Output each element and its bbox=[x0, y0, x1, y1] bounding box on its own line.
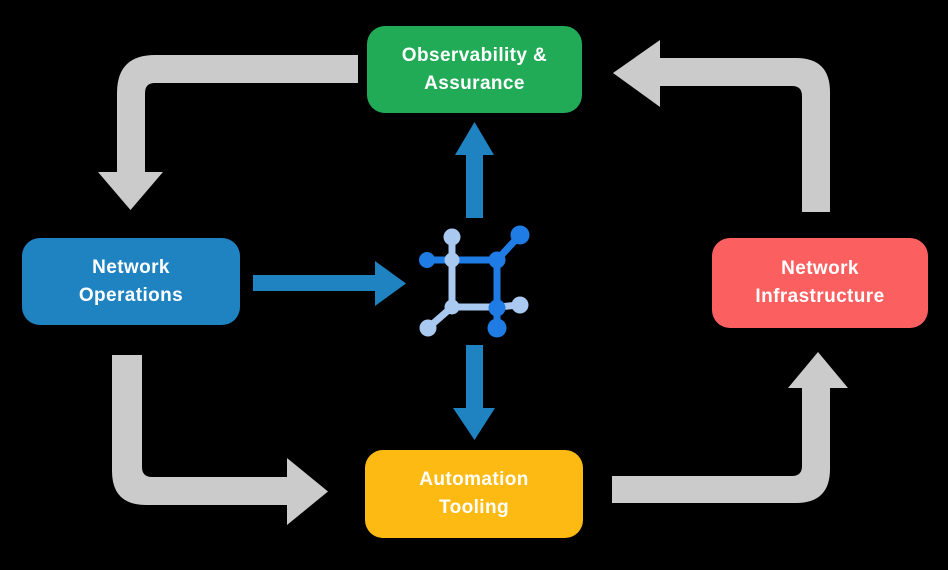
arrow-center-to-observability bbox=[455, 122, 494, 218]
icon-node-topright bbox=[488, 251, 506, 269]
node-label-network-operations: Network Operations bbox=[78, 256, 184, 306]
network-node-icon bbox=[419, 225, 530, 338]
icon-terminal-right bbox=[511, 296, 529, 314]
arrow-center-to-tooling bbox=[453, 345, 495, 440]
node-observability-assurance: Observability & Assurance bbox=[367, 26, 582, 113]
arrow-operations-to-tooling bbox=[112, 355, 328, 525]
arrow-observability-to-operations bbox=[98, 55, 358, 210]
icon-terminal-top bbox=[443, 228, 461, 246]
node-automation-tooling: Automation Tooling bbox=[365, 450, 583, 538]
arrow-operations-to-center bbox=[253, 261, 406, 306]
icon-node-bottomleft bbox=[444, 299, 460, 315]
icon-node-topleft bbox=[444, 252, 460, 268]
icon-terminal-bottom bbox=[487, 318, 507, 338]
node-label-observability-assurance: Observability & Assurance bbox=[401, 44, 548, 94]
node-network-infrastructure: Network Infrastructure bbox=[712, 238, 928, 328]
icon-terminal-bottomleft bbox=[419, 319, 437, 337]
arrow-infrastructure-to-observability bbox=[613, 40, 830, 212]
node-label-network-infrastructure: Network Infrastructure bbox=[755, 258, 885, 307]
icon-terminal-topright bbox=[510, 225, 530, 245]
node-label-automation-tooling: Automation Tooling bbox=[419, 469, 529, 518]
icon-terminal-left bbox=[419, 252, 435, 268]
icon-node-bottomright bbox=[488, 299, 506, 317]
node-network-operations: Network Operations bbox=[22, 238, 240, 325]
arrow-tooling-to-infrastructure bbox=[612, 352, 848, 503]
